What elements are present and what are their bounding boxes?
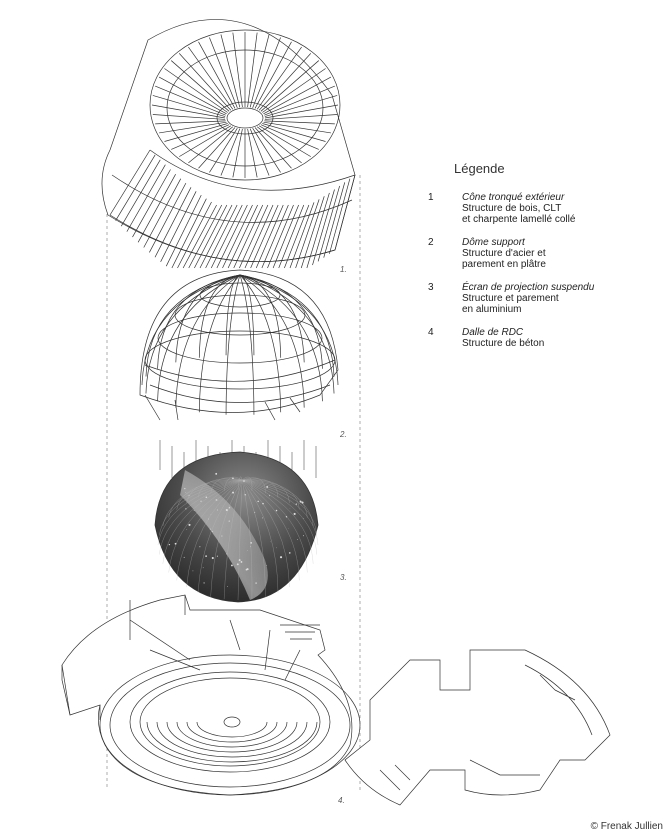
legend-item-name: Écran de projection suspendu — [462, 282, 594, 293]
legend-title: Légende — [454, 163, 660, 174]
legend-item-description: et charpente lamellé collé — [462, 214, 575, 225]
legend: Légende 1Cône tronqué extérieurStructure… — [420, 163, 660, 361]
legend-item-description: Structure de béton — [462, 338, 544, 349]
ground-floor-slab — [62, 595, 610, 805]
label-4: 4. — [338, 796, 345, 805]
legend-item-number: 4 — [420, 327, 450, 349]
projection-screen — [155, 440, 318, 602]
legend-item-text: Écran de projection suspenduStructure et… — [462, 282, 594, 315]
label-1: 1. — [340, 265, 347, 274]
legend-item-description: Structure d'acier et — [462, 248, 546, 259]
legend-item: 4 Dalle de RDCStructure de béton — [420, 327, 660, 349]
legend-item-text: Cône tronqué extérieurStructure de bois,… — [462, 192, 575, 225]
legend-item-name: Cône tronqué extérieur — [462, 192, 575, 203]
legend-item-number: 2 — [420, 237, 450, 270]
truncated-cone-structure — [102, 19, 355, 268]
legend-item-description: en aluminium — [462, 304, 594, 315]
legend-item-description: parement en plâtre — [462, 259, 546, 270]
legend-item-description: Structure et parement — [462, 293, 594, 304]
legend-item-number: 1 — [420, 192, 450, 225]
legend-item: 3 Écran de projection suspenduStructure e… — [420, 282, 660, 315]
label-2: 2. — [339, 430, 347, 439]
label-3: 3. — [340, 573, 347, 582]
support-dome-structure — [140, 270, 338, 420]
legend-item-text: Dôme supportStructure d'acier etparement… — [462, 237, 546, 270]
legend-item: 2 Dôme supportStructure d'acier etparemen… — [420, 237, 660, 270]
legend-item-number: 3 — [420, 282, 450, 315]
legend-item-text: Dalle de RDCStructure de béton — [462, 327, 544, 349]
legend-items: 1 Cône tronqué extérieurStructure de bois… — [420, 192, 660, 349]
legend-item-name: Dalle de RDC — [462, 327, 544, 338]
legend-item-description: Structure de bois, CLT — [462, 203, 575, 214]
legend-item: 1 Cône tronqué extérieurStructure de bois… — [420, 192, 660, 225]
legend-item-name: Dôme support — [462, 237, 546, 248]
photo-credit: © Frenak Jullien — [591, 821, 663, 832]
